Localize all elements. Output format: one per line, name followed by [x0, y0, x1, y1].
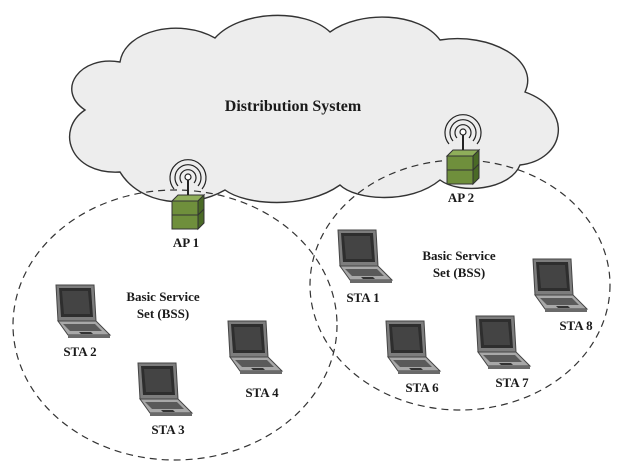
cloud-label: Distribution System	[225, 98, 362, 115]
sta-2-label: STA 2	[63, 344, 96, 359]
bss-right-label-line2: Set (BSS)	[433, 265, 485, 280]
sta-4-label: STA 4	[245, 385, 279, 400]
bss-right-label-line1: Basic Service	[422, 248, 496, 263]
sta-1-label: STA 1	[346, 290, 379, 305]
station-sta-7	[475, 315, 531, 370]
station-sta-8	[532, 258, 588, 313]
ap-1-label: AP 1	[173, 235, 199, 250]
bss-left-label-line1: Basic Service	[126, 289, 200, 304]
laptop-icon	[475, 315, 531, 370]
station-sta-4	[227, 320, 283, 375]
station-sta-3	[137, 362, 193, 417]
sta-6-label: STA 6	[405, 380, 439, 395]
laptop-icon	[532, 258, 588, 313]
ap-2-label: AP 2	[448, 190, 474, 205]
bss-left-label-line2: Set (BSS)	[137, 306, 189, 321]
station-sta-1	[337, 229, 393, 284]
sta-3-label: STA 3	[151, 422, 185, 437]
sta-8-label: STA 8	[559, 318, 593, 333]
station-sta-2	[55, 284, 111, 339]
laptop-icon	[55, 284, 111, 339]
laptop-icon	[337, 229, 393, 284]
sta-7-label: STA 7	[495, 375, 529, 390]
bss-left-boundary	[12, 189, 338, 461]
distribution-system-cloud	[68, 14, 560, 204]
laptop-icon	[227, 320, 283, 375]
laptop-icon	[137, 362, 193, 417]
laptop-icon	[385, 320, 441, 375]
station-sta-6	[385, 320, 441, 375]
